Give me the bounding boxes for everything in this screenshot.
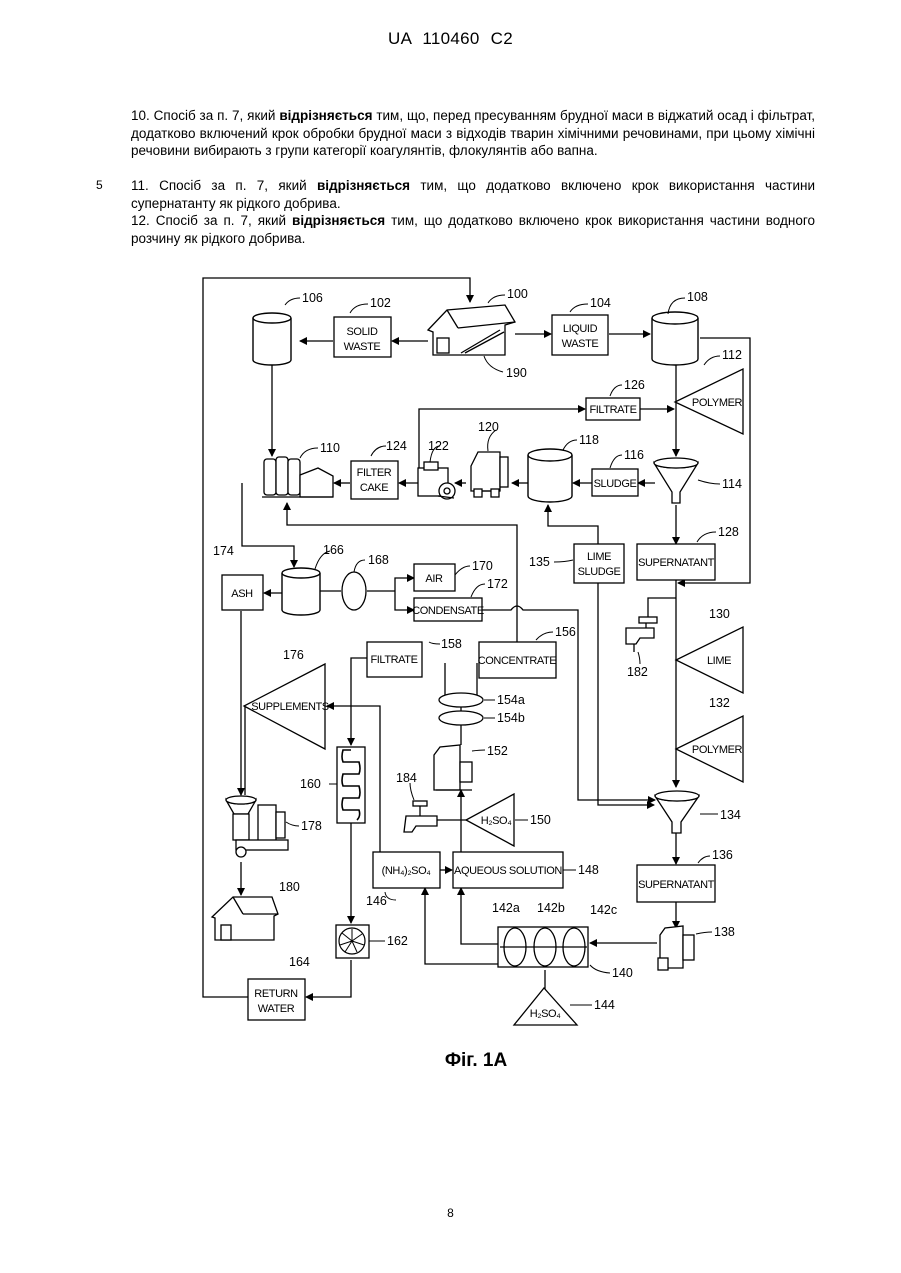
label-lime-sludge-2: SLUDGE <box>578 566 621 578</box>
ref-164: 164 <box>289 955 310 969</box>
label-solid-waste-1: SOLID <box>346 326 377 338</box>
ref-126: 126 <box>624 378 645 392</box>
label-supernatant-128: SUPERNATANT <box>638 557 715 569</box>
label-polymer-132: POLYMER <box>692 744 743 756</box>
ref-142c: 142c <box>590 903 617 917</box>
ref-122: 122 <box>428 439 449 453</box>
ref-142b: 142b <box>537 901 565 915</box>
ref-178: 178 <box>301 819 322 833</box>
ref-180: 180 <box>279 880 300 894</box>
ref-106: 106 <box>302 291 323 305</box>
label-lime-130: LIME <box>707 655 731 667</box>
label-aqueous-solution: AQUEOUS SOLUTION <box>454 865 562 877</box>
ref-156: 156 <box>555 625 576 639</box>
ref-132: 132 <box>709 696 730 710</box>
ref-120: 120 <box>478 420 499 434</box>
membrane-154a <box>439 693 483 707</box>
ref-140: 140 <box>612 966 633 980</box>
label-condensate: CONDENSATE <box>412 605 484 617</box>
label-solid-waste-2: WASTE <box>344 341 381 353</box>
ref-158: 158 <box>441 637 462 651</box>
ref-116: 116 <box>624 448 644 462</box>
label-return-water-1: RETURN <box>254 988 298 1000</box>
faucet-184 <box>404 801 437 832</box>
ref-184: 184 <box>396 771 417 785</box>
ref-154b: 154b <box>497 711 525 725</box>
label-concentrate: CONCENTRATE <box>478 655 557 667</box>
ref-148: 148 <box>578 863 599 877</box>
label-return-water-2: WATER <box>258 1003 295 1015</box>
ref-154a: 154a <box>497 693 525 707</box>
label-h2so4-144: H₂SO₄ <box>530 1008 562 1020</box>
dryer-110 <box>262 457 333 497</box>
label-filter-cake-1: FILTER <box>357 467 392 479</box>
filter-168 <box>342 572 366 610</box>
label-ammonium-sulfate: (NH₄)₂SO₄ <box>382 865 432 877</box>
barn-180 <box>212 897 278 940</box>
mixer-152 <box>434 745 472 790</box>
ref-146: 146 <box>366 894 387 908</box>
ref-190: 190 <box>506 366 527 380</box>
tank-106 <box>253 313 291 365</box>
stripper-140 <box>498 927 588 967</box>
ref-124: 124 <box>386 439 407 453</box>
ref-112: 112 <box>722 348 742 362</box>
press-122 <box>418 462 455 499</box>
ref-162: 162 <box>387 934 408 948</box>
fan-162 <box>336 925 369 958</box>
ref-174: 174 <box>213 544 234 558</box>
label-supplements: SUPPLEMENTS <box>251 701 329 713</box>
membrane-154b <box>439 711 483 725</box>
label-lime-sludge-1: LIME <box>587 551 611 563</box>
ref-160: 160 <box>300 777 321 791</box>
label-filter-cake-2: CAKE <box>360 482 388 494</box>
ref-176: 176 <box>283 648 304 662</box>
ref-166: 166 <box>323 543 344 557</box>
ref-104: 104 <box>590 296 611 310</box>
ref-108: 108 <box>687 290 708 304</box>
page-number: 8 <box>0 1206 901 1220</box>
ref-118: 118 <box>579 433 599 447</box>
label-polymer-112: POLYMER <box>692 397 743 409</box>
label-filtrate-126: FILTRATE <box>589 404 636 416</box>
ref-114: 114 <box>722 477 742 491</box>
tank-166 <box>282 568 320 615</box>
ref-102: 102 <box>370 296 391 310</box>
ref-100: 100 <box>507 287 528 301</box>
label-h2so4-150: H₂SO₄ <box>481 815 513 827</box>
ref-138: 138 <box>714 925 735 939</box>
ref-170: 170 <box>472 559 493 573</box>
ref-168: 168 <box>368 553 389 567</box>
tank-108 <box>652 312 698 365</box>
funnel-114 <box>654 463 698 503</box>
barn-100 <box>428 305 515 355</box>
ref-134: 134 <box>720 808 741 822</box>
figure-caption: Фіг. 1А <box>445 1050 508 1071</box>
ref-128: 128 <box>718 525 739 539</box>
ref-152: 152 <box>487 744 508 758</box>
coil-160 <box>337 747 365 823</box>
label-sludge: SLUDGE <box>594 478 637 490</box>
ref-172: 172 <box>487 577 508 591</box>
centrifuge-120 <box>471 452 508 497</box>
tap-182 <box>626 617 657 652</box>
label-filtrate-158: FILTRATE <box>370 654 417 666</box>
ref-142a: 142a <box>492 901 520 915</box>
label-liquid-waste-2: WASTE <box>562 338 599 350</box>
label-air: AIR <box>425 573 443 585</box>
label-supernatant-136: SUPERNATANT <box>638 879 715 891</box>
label-liquid-waste-1: LIQUID <box>563 323 598 335</box>
ref-135: 135 <box>529 555 550 569</box>
tank-118 <box>528 449 572 502</box>
ref-144: 144 <box>594 998 615 1012</box>
pump-138 <box>658 926 694 970</box>
ref-150: 150 <box>530 813 551 827</box>
ref-110: 110 <box>320 441 340 455</box>
ref-130: 130 <box>709 607 730 621</box>
ref-136: 136 <box>712 848 733 862</box>
label-ash: ASH <box>231 588 253 600</box>
ref-182: 182 <box>627 665 648 679</box>
pellet-mill-178 <box>226 796 288 857</box>
